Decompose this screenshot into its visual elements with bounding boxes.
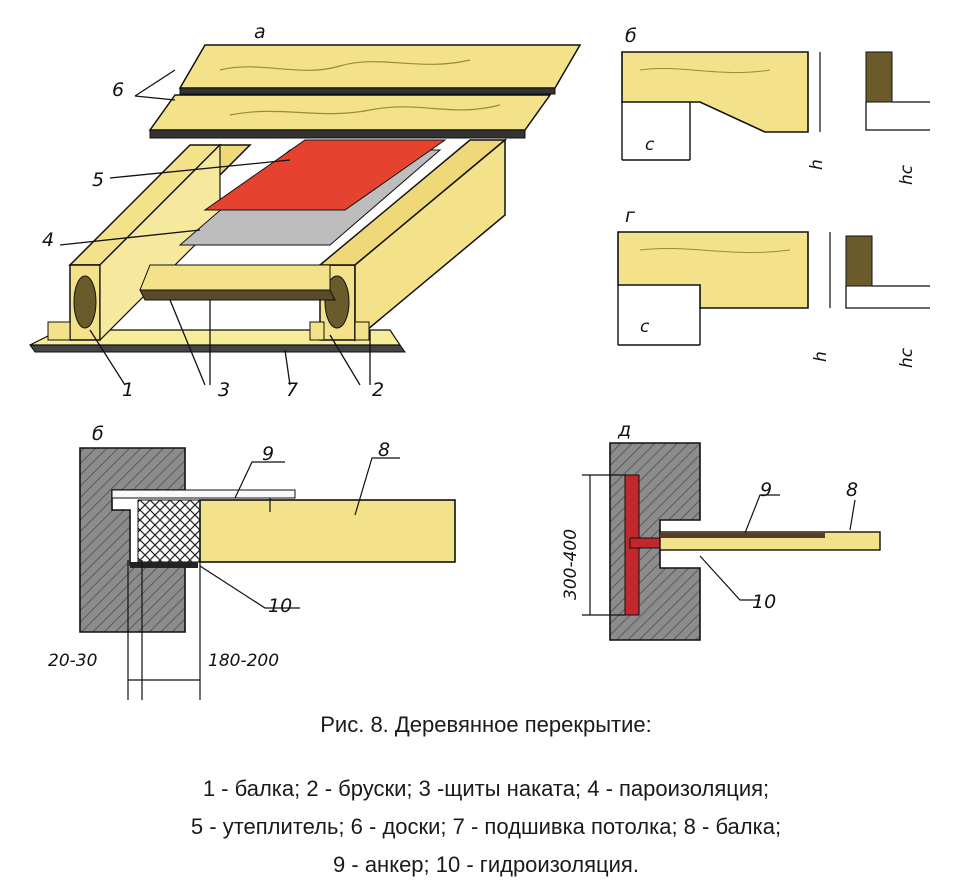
beam-notch-detail-upper: б c h hc (621, 25, 930, 185)
dim-c-lower: c (640, 317, 650, 337)
callout-10-right: 10 (752, 591, 776, 613)
dim-hc-upper: hc (897, 164, 917, 185)
waterproofing-left (130, 562, 198, 568)
dim-anchor-depth: 300-400 (561, 529, 581, 600)
callout-6: 6 (112, 79, 124, 101)
callout-7: 7 (286, 379, 298, 401)
floor-boards-upper-edge (179, 87, 556, 95)
wall-support-detail: б 9 8 10 20-30 180-200 (48, 423, 456, 700)
beam-profile-step (617, 231, 809, 309)
callout-1: 1 (122, 379, 134, 401)
beam-profile-chamfer (621, 51, 809, 133)
beam-section-upper (865, 51, 893, 103)
beam-grain (639, 67, 771, 74)
rolling-shields (139, 289, 336, 301)
anchor-strip (660, 533, 825, 538)
legend-line-2: 5 - утеплитель; 6 - доски; 7 - подшивка … (190, 814, 782, 839)
floor-board-strip (111, 489, 296, 499)
beam-section-lower (845, 235, 873, 287)
callout-5: 5 (92, 169, 104, 191)
beam-grain-lower (639, 247, 791, 254)
callout-8-left: 8 (378, 439, 390, 461)
callout-2: 2 (372, 379, 384, 401)
notch-outline-lower (617, 285, 701, 346)
insulation-layer (203, 139, 447, 211)
dim-h-upper: h (807, 159, 827, 170)
right-bar (309, 321, 325, 341)
view-label-a: а (254, 21, 266, 43)
ceiling-lining-top (29, 329, 402, 346)
leader-lines-b (127, 457, 400, 700)
masonry-wall (79, 447, 186, 633)
dim-bearing: 180-200 (208, 651, 279, 671)
callout-8-right: 8 (846, 479, 858, 501)
leader-lines-a (59, 69, 371, 386)
section-notch-lower (845, 285, 930, 309)
view-label-g: г (625, 205, 636, 227)
callout-10-left: 10 (268, 595, 292, 617)
dim-hc-lower: hc (897, 347, 917, 368)
rolling-shields-top (139, 264, 331, 291)
ceiling-lining (29, 344, 406, 353)
beam-notch-detail-lower: г c h hc (617, 205, 930, 368)
callout-4: 4 (42, 229, 54, 251)
view-label-d: д (617, 419, 631, 441)
beam-8-left (199, 499, 456, 563)
dim-h-lower: h (811, 351, 831, 362)
right-bar-outer (354, 321, 370, 341)
section-notch-upper (865, 101, 930, 131)
dim-c-upper: c (645, 135, 655, 155)
left-bar (47, 321, 71, 341)
callout-3: 3 (218, 379, 230, 401)
left-beam-end-grain (73, 275, 97, 329)
leader-lines-d (582, 474, 856, 616)
insulation-block (137, 499, 201, 563)
legend-line-1: 1 - балка; 2 - бруски; 3 -щиты наката; 4… (202, 776, 770, 801)
legend-line-3: 9 - анкер; 10 - гидроизоляция. (333, 852, 639, 877)
callout-9-left: 9 (262, 443, 274, 465)
caption-title: Рис. 8. Деревянное перекрытие: (320, 712, 652, 737)
view-label-b: б (92, 423, 104, 445)
isometric-floor-view: а 6 5 4 1 3 7 2 (29, 21, 582, 401)
floor-boards-lower-edge (149, 129, 526, 139)
notch-outline (621, 102, 691, 161)
view-label-v: б (625, 25, 637, 47)
callout-9-right: 9 (760, 479, 772, 501)
right-beam-side (354, 138, 506, 342)
right-beam-end-grain (324, 275, 350, 329)
wood-grain-lines (219, 59, 501, 116)
wall-anchor-detail: д 9 8 10 300-400 (561, 419, 881, 641)
dim-gap-wall: 20-30 (48, 651, 97, 671)
